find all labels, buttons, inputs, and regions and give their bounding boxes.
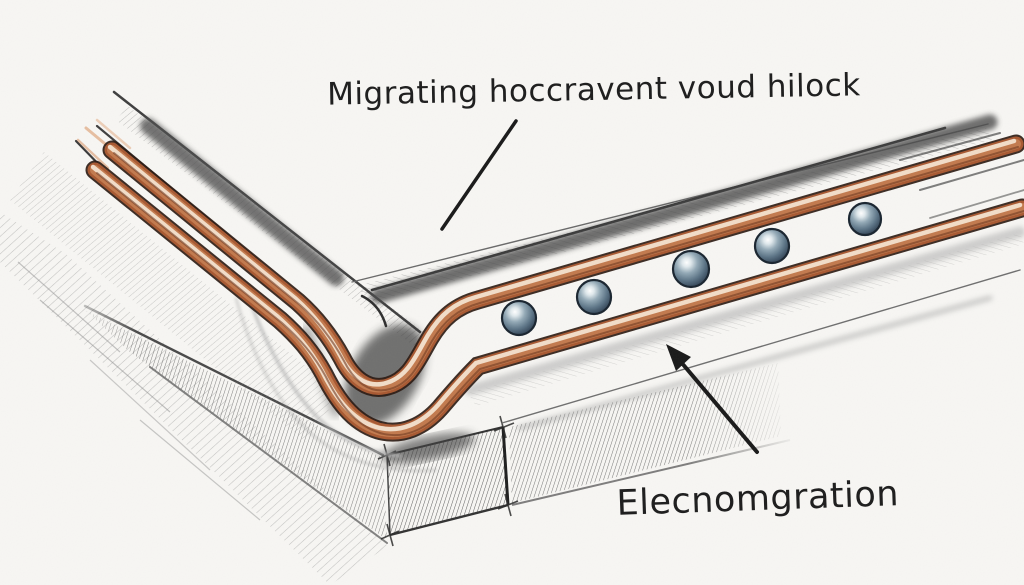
void-spheres bbox=[500, 201, 883, 337]
void-sphere bbox=[847, 201, 883, 237]
void-sphere bbox=[575, 278, 613, 316]
void-sphere bbox=[753, 227, 791, 265]
substrate-front-faces bbox=[83, 304, 791, 547]
electromigration-arrow bbox=[666, 344, 759, 454]
caption-leader-line bbox=[440, 119, 518, 231]
bottom-caption: Elecnomgration bbox=[616, 474, 900, 524]
void-sphere bbox=[500, 299, 538, 337]
void-sphere bbox=[671, 249, 711, 289]
